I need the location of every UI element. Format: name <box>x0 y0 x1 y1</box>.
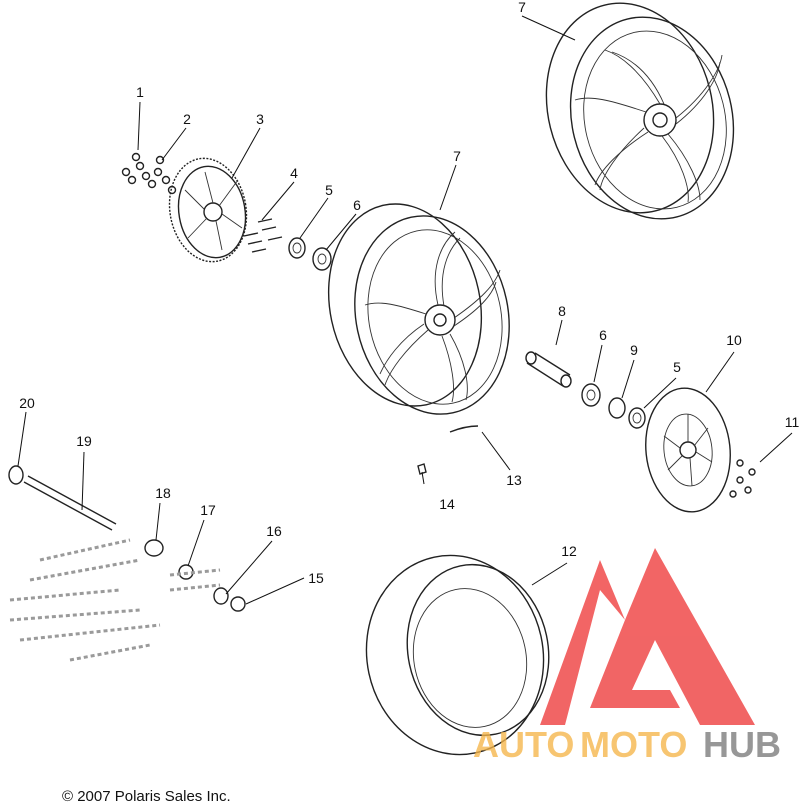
callout-6b: 6 <box>599 327 607 343</box>
wheel-rim-upper <box>545 2 735 220</box>
callout-3: 3 <box>256 111 264 127</box>
callout-7b: 7 <box>518 0 526 15</box>
callout-11: 11 <box>785 414 800 430</box>
callout-5a: 5 <box>325 182 333 198</box>
callout-1: 1 <box>136 84 144 100</box>
callout-20: 20 <box>19 395 35 411</box>
copyright-text: © 2007 Polaris Sales Inc. <box>62 788 231 805</box>
sprocket <box>168 157 248 263</box>
ghosted-parts <box>9 538 221 662</box>
callout-15: 15 <box>308 570 324 586</box>
callout-labels: 1 2 3 4 5 6 7 7 8 6 9 5 10 11 12 13 14 1… <box>19 0 799 586</box>
callout-5b: 5 <box>673 359 681 375</box>
callout-7a: 7 <box>453 148 461 164</box>
callout-18: 18 <box>155 485 171 501</box>
callout-17: 17 <box>200 502 216 518</box>
leader-lines <box>17 15 793 605</box>
logo-triangle-mark <box>540 548 755 725</box>
seal-and-bearing-left <box>288 237 332 271</box>
spacer-set <box>144 539 246 612</box>
callout-9: 9 <box>630 342 638 358</box>
watermark-hub: HUB <box>703 724 781 765</box>
callout-8: 8 <box>558 303 566 319</box>
stud-group <box>243 218 283 253</box>
valve-stem <box>417 463 427 475</box>
callout-19: 19 <box>76 433 92 449</box>
watermark-auto: AUTO <box>473 724 574 765</box>
callout-16: 16 <box>266 523 282 539</box>
watermark-logo: AUTO MOTO HUB <box>473 548 781 765</box>
callout-2: 2 <box>183 111 191 127</box>
balance-weight <box>449 425 479 433</box>
callout-10: 10 <box>726 332 742 348</box>
callout-4: 4 <box>290 165 298 181</box>
spacer-and-bearing-right <box>525 351 646 429</box>
nut-group <box>121 152 177 195</box>
watermark-moto: MOTO <box>580 724 687 765</box>
callout-13: 13 <box>506 472 522 488</box>
callout-14: 14 <box>439 496 455 512</box>
axle <box>8 465 117 531</box>
brake-disc <box>645 387 731 513</box>
wheel-rim-main <box>327 203 510 415</box>
callout-6a: 6 <box>353 197 361 213</box>
bolt-group <box>729 459 756 498</box>
tire <box>365 554 550 756</box>
callout-12: 12 <box>561 543 577 559</box>
